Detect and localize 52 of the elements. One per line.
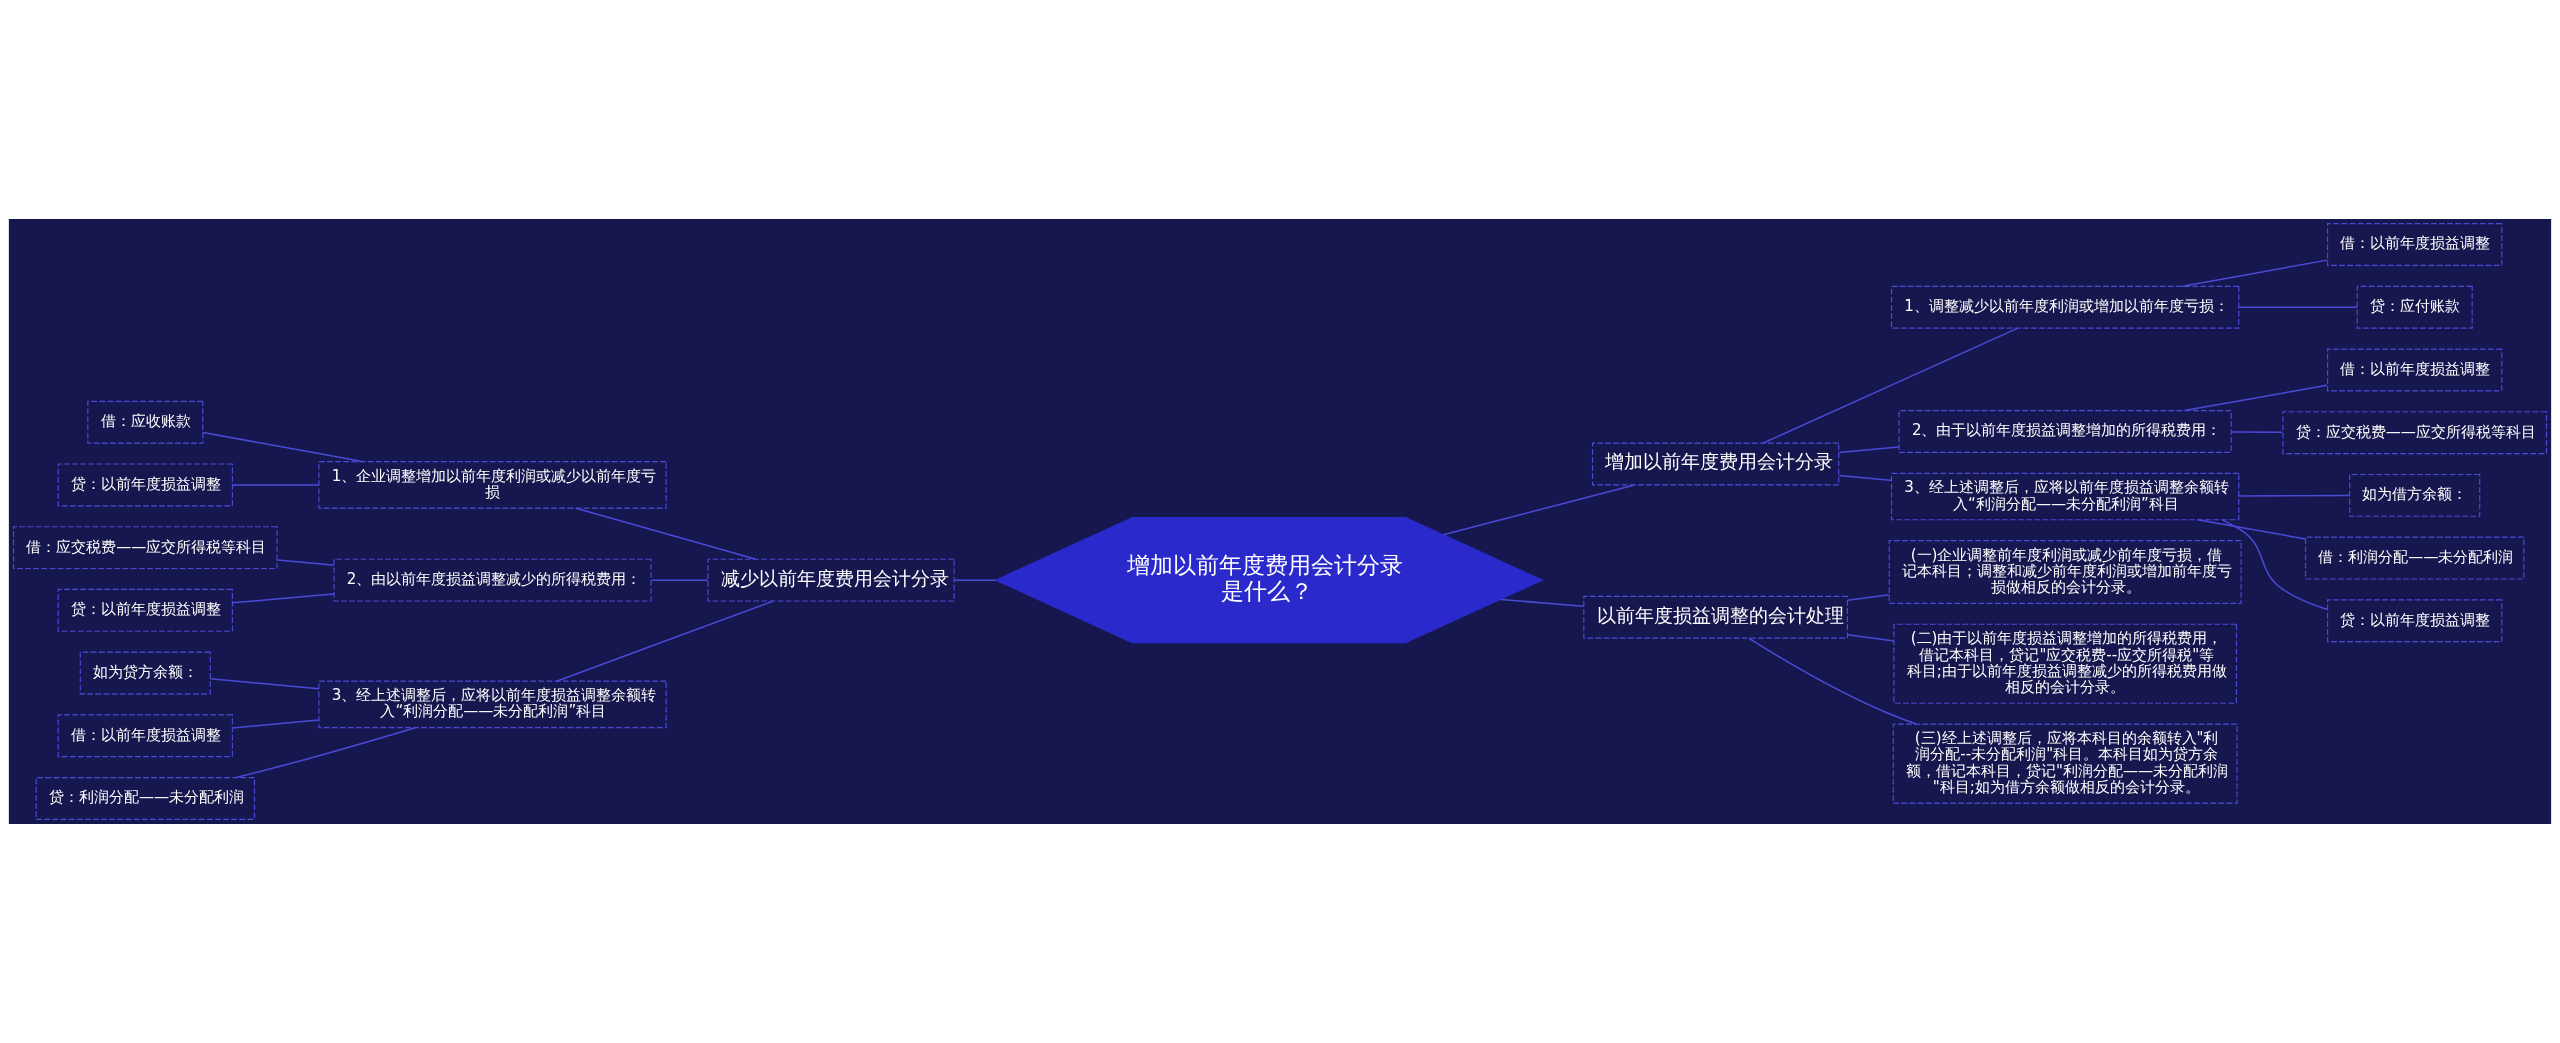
connector	[1442, 484, 1636, 536]
node-box: 贷：以前年度损益调整	[57, 463, 233, 507]
connector	[575, 507, 757, 560]
connector	[231, 593, 335, 604]
node-box: 如为贷方余额：	[79, 651, 211, 695]
connector	[555, 600, 774, 682]
connector	[202, 431, 365, 463]
connector	[2196, 519, 2307, 540]
node-box: 借：以前年度损益调整	[2327, 348, 2503, 392]
connector	[1846, 594, 1890, 601]
node-box: (二)由于以前年度损益调整增加的所得税费用，借记本科目，贷记"应交税费--应交所得税"等科目;由于以前年度损益调整减少的所得税费用做相反的会计分录。	[1893, 623, 2238, 704]
node-box: 借：应交税费——应交所得税等科目	[12, 526, 278, 570]
connector	[1838, 446, 1900, 454]
node-box: 以前年度损益调整的会计处理	[1583, 595, 1848, 639]
connector	[953, 579, 997, 581]
node-box: 贷：利润分配——未分配利润	[35, 776, 256, 820]
node-box: 1、调整减少以前年度利润或增加以前年度亏损：	[1891, 285, 2240, 329]
connector	[2183, 384, 2328, 412]
node-box: 2、由以前年度损益调整减少的所得税费用：	[333, 558, 652, 602]
node-box: 借：利润分配——未分配利润	[2304, 536, 2525, 580]
connector	[1762, 327, 2018, 444]
node-box: 减少以前年度费用会计分录	[707, 558, 955, 602]
node-box: 1、企业调整增加以前年度利润或减少以前年度亏损	[318, 461, 667, 509]
connector	[2238, 494, 2351, 497]
connector	[231, 484, 320, 486]
connector	[2181, 259, 2328, 288]
connector	[2238, 306, 2358, 308]
node-box: 借：应收账款	[87, 400, 204, 444]
node-box: 增加以前年度费用会计分录	[1591, 442, 1840, 486]
node-box: 3、经上述调整后，应将以前年度损益调整余额转入“利润分配——未分配利润”科目	[1891, 472, 2240, 521]
node-box: (一)企业调整前年度利润或减少前年度亏损，借记本科目；调整和减少前年度利润或增加前年度亏损做相反的会计分录。	[1888, 540, 2242, 604]
connector	[235, 726, 416, 779]
node-box: 3、经上述调整后，应将以前年度损益调整余额转入“利润分配——未分配利润”科目	[318, 680, 667, 729]
node-box: 贷：应付账款	[2356, 285, 2473, 329]
node-box: 2、由于以前年度损益调整增加的所得税费用：	[1898, 410, 2232, 453]
node-box: 如为借方余额：	[2349, 473, 2481, 517]
connector	[209, 678, 320, 690]
connector	[2230, 431, 2284, 433]
node-box: 借：以前年度损益调整	[2327, 223, 2503, 267]
node-box: 贷：以前年度损益调整	[57, 588, 233, 632]
node-box: 借：以前年度损益调整	[57, 714, 233, 758]
connector	[1499, 598, 1585, 608]
node-box: 贷：以前年度损益调整	[2327, 599, 2503, 643]
connector	[1846, 634, 1895, 642]
node-box: (三)经上述调整后，应将本科目的余额转入"利润分配--未分配利润"科目。本科目如为贷方余额，借记本科目，贷记"利润分配——未分配利润"科目;如为借方余额做相反的会计分录。	[1892, 723, 2238, 804]
connector	[1838, 474, 1893, 482]
connector	[650, 579, 709, 581]
connector	[2221, 519, 2329, 611]
connector	[1748, 637, 1918, 725]
connector	[276, 559, 335, 567]
connector	[231, 719, 320, 729]
node-box: 贷：应交税费——应交所得税等科目	[2282, 411, 2548, 455]
